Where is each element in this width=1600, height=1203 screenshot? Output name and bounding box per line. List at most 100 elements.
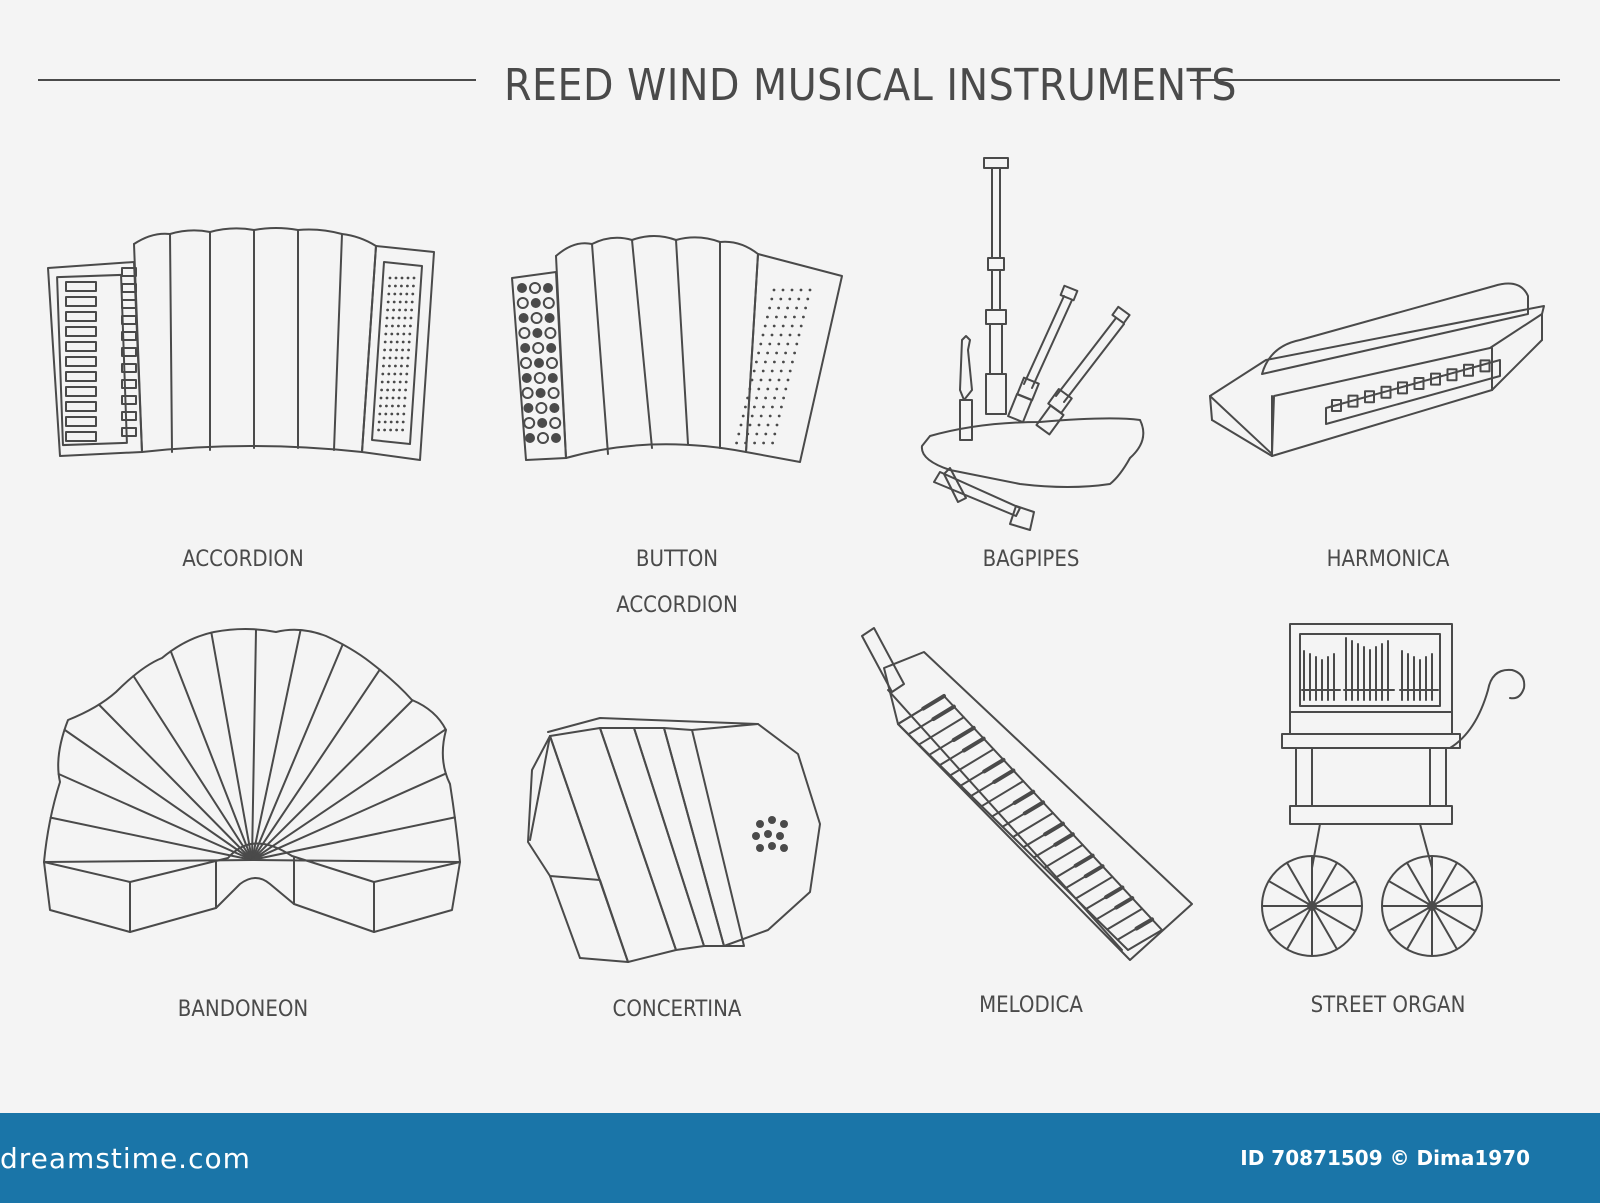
accordion-bass-dot	[383, 420, 387, 424]
accordion-bass-dot	[401, 348, 404, 352]
concertina-button	[780, 844, 788, 852]
harmonica-hole	[1347, 394, 1359, 408]
button-accordion-bass-dot	[799, 324, 803, 328]
accordion-bass-dot	[390, 332, 394, 336]
bandoneon-fold	[251, 643, 344, 861]
button-accordion-bass-dot	[744, 441, 747, 445]
button-accordion-bass-dot	[788, 297, 792, 301]
accordion-key	[65, 326, 97, 337]
accordion-black-key	[121, 283, 137, 293]
button-accordion-bass-dot	[761, 369, 765, 373]
label-bandoneon: BANDONEON	[178, 997, 308, 1022]
button-accordion-bass-dot	[779, 369, 783, 373]
accordion-bass-dot	[407, 340, 411, 344]
button-accordion-key	[544, 327, 557, 339]
accordion-bass-dot	[406, 364, 409, 368]
button-accordion-key	[521, 373, 532, 383]
accordion-bass-dot	[388, 364, 391, 368]
accordion-key	[65, 401, 97, 412]
organ-wheel-spoke	[1267, 905, 1313, 932]
accordion-bass-dot	[400, 276, 404, 280]
button-accordion-bass-dot	[786, 342, 790, 346]
button-accordion-bass-dot	[761, 333, 765, 337]
melodica-key-divider	[1043, 843, 1084, 869]
button-accordion-bass-dot	[757, 423, 761, 427]
button-accordion-bass-dot	[799, 288, 803, 292]
accordion-key	[65, 341, 97, 352]
organ-wheel-spoke	[1387, 880, 1433, 907]
harmonica-hole	[1463, 363, 1474, 377]
accordion-black-key	[121, 411, 137, 421]
accordion-key	[65, 386, 97, 397]
button-accordion-key	[529, 282, 541, 294]
label-concertina: CONCERTINA	[613, 997, 742, 1022]
organ-wheel-spoke	[1311, 861, 1338, 907]
footer-site-name[interactable]: dreamstime.com	[0, 1142, 251, 1175]
accordion-bass-dot	[403, 316, 407, 320]
melodica-black-key	[1104, 885, 1125, 900]
button-accordion-bass-dot	[777, 378, 781, 382]
accordion-bass-dot	[387, 372, 391, 376]
button-accordion-key	[523, 403, 534, 413]
button-accordion-key	[517, 283, 527, 293]
label-button-accordion-line1: BUTTON	[636, 547, 718, 572]
melodica-icon	[861, 627, 1193, 961]
street-organ-icon	[1261, 623, 1526, 957]
concertina-button	[768, 842, 776, 850]
harmonica-icon	[1209, 282, 1545, 457]
accordion-bass-dot	[405, 372, 409, 376]
button-accordion-bass-dot	[764, 432, 768, 436]
accordion-bass-dot	[383, 428, 386, 432]
page-title: REED WIND MUSICAL INSTRUMENTS	[504, 60, 1237, 111]
accordion-bass-dot	[397, 404, 400, 408]
label-accordion: ACCORDION	[182, 547, 304, 572]
button-accordion-bass-dot	[775, 387, 779, 391]
button-accordion-key	[546, 357, 558, 369]
accordion-bass-dot	[401, 340, 405, 344]
button-accordion-bass-dot	[750, 414, 754, 418]
bandoneon-icon	[43, 628, 461, 933]
melodica-key-divider	[1012, 812, 1054, 838]
label-button-accordion-line2: ACCORDION	[616, 593, 738, 618]
button-accordion-bass-dot	[771, 405, 774, 409]
accordion-bass-dot	[393, 292, 397, 296]
melodica-key-divider	[1106, 907, 1144, 931]
button-accordion-bass-dot	[784, 387, 788, 391]
accordion-bass-dot	[384, 412, 388, 416]
organ-wheel-spoke	[1431, 905, 1458, 951]
melodica-black-key	[961, 736, 986, 753]
accordion-bass-dot	[401, 428, 404, 432]
button-accordion-bass-dot	[773, 432, 777, 436]
button-accordion-bass-dot	[790, 324, 794, 328]
accordion-bass-dot	[396, 412, 400, 416]
button-accordion-bass-dot	[768, 414, 772, 418]
button-accordion-key	[530, 312, 543, 324]
button-accordion-bass-dot	[766, 423, 770, 427]
concertina-button	[756, 844, 764, 852]
bandoneon-fold	[251, 859, 461, 863]
accordion-bass-dot	[399, 292, 403, 296]
button-accordion-bass-dot	[762, 441, 765, 445]
concertina-button	[752, 832, 760, 840]
bandoneon-fold	[57, 772, 253, 861]
accordion-bass-dot	[402, 412, 406, 416]
button-accordion-bass-dot	[768, 306, 771, 310]
concertina-button	[780, 820, 788, 828]
button-accordion-bass-dot	[746, 432, 750, 436]
accordion-bass-dot	[392, 308, 395, 312]
bandoneon-fold	[251, 728, 447, 861]
accordion-bass-dot	[408, 332, 412, 336]
button-accordion-key	[537, 418, 548, 428]
bandoneon-fold	[251, 629, 302, 861]
button-accordion-bass-dot	[755, 360, 758, 364]
accordion-bass-dot	[385, 396, 389, 400]
bandoneon-fold	[132, 675, 253, 861]
button-accordion-key	[546, 343, 557, 353]
button-accordion-icon	[511, 235, 843, 463]
button-accordion-key	[520, 343, 531, 353]
button-accordion-bass-dot	[750, 378, 754, 382]
concertina-icon	[527, 717, 821, 963]
melodica-black-key	[1022, 800, 1046, 816]
accordion-bass-dot	[385, 324, 388, 328]
